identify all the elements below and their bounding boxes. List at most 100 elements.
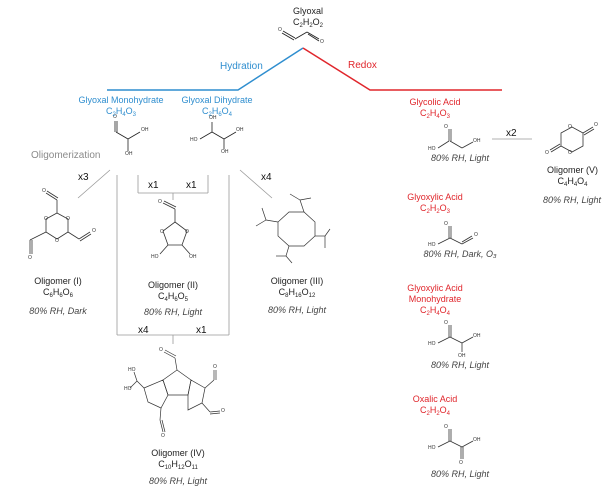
- glyoxylic-acid-formula: C2H2O3: [400, 203, 470, 218]
- atom-label-oxygen: O: [278, 27, 282, 33]
- formula-element: H: [429, 203, 437, 213]
- atom-label-oxygen: O: [444, 424, 448, 430]
- oligomer-2-name: Oligomer (II): [147, 280, 198, 290]
- multiplier-oligomer-4-a: x4: [138, 325, 149, 336]
- atom-label-hydroxyl_left: HO: [128, 367, 136, 373]
- atom-label-oxygen: O: [28, 255, 32, 261]
- formula-subscript: 2: [436, 209, 440, 215]
- formula-element: H: [288, 287, 295, 297]
- formula-subscript: 6: [49, 293, 53, 299]
- glyoxal-formula: C2H2O2: [283, 17, 333, 32]
- glycolic-acid-condition: 80% RH, Light: [430, 153, 490, 163]
- arrow-to-oligomer-3: [239, 169, 273, 199]
- oligomer-4-name: Oligomer (IV): [151, 448, 205, 458]
- formula-element: H: [429, 108, 437, 118]
- glyoxylic-acid-monohydrate-formula: C2H4O4: [400, 305, 470, 320]
- multiplier-oligomer-1: x3: [78, 172, 89, 183]
- formula-element: H: [429, 405, 437, 415]
- oxalic-acid-condition: 80% RH, Light: [430, 469, 490, 479]
- formula-element: O: [221, 106, 229, 116]
- oligomer-3-name: Oligomer (III): [270, 276, 324, 286]
- glyoxylic-acid-monohydrate-structure: [437, 325, 474, 352]
- atom-label-oxygen: O: [444, 221, 448, 227]
- formula-subscript: 2: [426, 311, 430, 317]
- atom-label-oxygen: O: [158, 199, 162, 205]
- formula-subscript: 8: [285, 293, 289, 299]
- formula-element: O: [301, 287, 309, 297]
- formula-subscript: 3: [446, 209, 451, 215]
- atom-label-hydroxyl_left: HO: [124, 386, 132, 392]
- atom-label-oxygen: O: [44, 216, 48, 222]
- atom-label-hydroxyl: OH: [221, 149, 229, 155]
- formula-element: C: [105, 106, 113, 116]
- oligomerization-label: Oligomerization: [31, 150, 101, 161]
- oligomer-1-name: Oligomer (I): [34, 276, 82, 286]
- formula-subscript: 11: [191, 465, 198, 471]
- atom-label-hydroxyl: OH: [473, 437, 481, 443]
- formula-subscript: 4: [436, 114, 440, 120]
- atom-label-oxygen: O: [320, 39, 324, 45]
- atom-label-hydroxyl: OH: [458, 353, 466, 359]
- formula-subscript: 2: [426, 209, 430, 215]
- formula-subscript: 2: [112, 112, 116, 118]
- atom-label-hydroxyl: OH: [236, 127, 244, 133]
- oligomer-5-formula: C4H4O4: [540, 176, 605, 191]
- formula-element: O: [439, 203, 447, 213]
- oligomer-1-condition: 80% RH, Dark: [29, 306, 87, 316]
- formula-subscript: 2: [426, 114, 430, 120]
- oligomer-4-structure: [129, 349, 221, 433]
- atom-label-hydroxyl: OH: [209, 115, 217, 121]
- atom-label-oxygen: O: [159, 347, 163, 353]
- arrow-to-oligomer-1: [77, 169, 111, 199]
- formula-subscript: 2: [436, 411, 440, 417]
- formula-element: C: [557, 176, 564, 186]
- hydration-label: Hydration: [220, 61, 263, 72]
- formula-element: H: [211, 106, 219, 116]
- atom-label-hydroxyl_left: HO: [428, 146, 436, 152]
- formula-subscript: 4: [573, 182, 578, 188]
- formula-subscript: 6: [69, 293, 74, 299]
- oligomer-1-structure: [29, 190, 92, 254]
- formula-element: H: [52, 287, 60, 297]
- redox-label: Redox: [348, 60, 377, 71]
- multiplier-oligomer-2-b: x1: [186, 180, 197, 191]
- formula-element: O: [125, 106, 133, 116]
- formula-subscript: 4: [584, 182, 588, 188]
- formula-subscript: 6: [59, 293, 63, 299]
- formula-element: C: [419, 108, 427, 118]
- atom-label-oxygen: O: [161, 433, 165, 439]
- oligomer-3-condition: 80% RH, Light: [267, 305, 327, 315]
- glyoxylic-acid-monohydrate-name-line1: Glyoxylic Acid: [407, 283, 463, 293]
- oxalic-acid-structure: [437, 429, 474, 459]
- atom-label-hydroxyl: OH: [189, 254, 197, 260]
- atom-label-oxygen: O: [55, 238, 59, 244]
- formula-element: H: [115, 106, 123, 116]
- formula-subscript: 12: [177, 465, 185, 471]
- formula-subscript: 3: [446, 114, 451, 120]
- formula-subscript: 2: [319, 23, 324, 29]
- atom-label-oxygen: O: [568, 124, 572, 130]
- formula-subscript: 3: [132, 112, 137, 118]
- atom-label-oxygen: O: [113, 114, 117, 120]
- oligomer-4-condition: 80% RH, Light: [148, 476, 208, 486]
- atom-label-oxygen: O: [594, 122, 598, 128]
- formula-element: O: [184, 459, 192, 469]
- formula-element: C: [157, 291, 165, 301]
- atom-label-oxygen: O: [160, 229, 164, 235]
- glyoxal-monohydrate-formula: C2H4O3: [66, 106, 176, 121]
- glyoxal-monohydrate-structure: [114, 121, 141, 151]
- atom-label-oxygen: O: [444, 124, 448, 130]
- glyoxylic-acid-name: Glyoxylic Acid: [407, 192, 463, 202]
- formula-subscript: 5: [184, 297, 189, 303]
- formula-subscript: 4: [122, 112, 126, 118]
- formula-subscript: 6: [218, 112, 222, 118]
- glyoxylic-acid-monohydrate-condition: 80% RH, Light: [430, 360, 490, 370]
- atom-label-hydroxyl: OH: [473, 333, 481, 339]
- formula-element: C: [42, 287, 50, 297]
- atom-label-oxygen: O: [545, 150, 549, 156]
- oligomer-3-structure: [255, 193, 331, 264]
- formula-element: H: [429, 305, 437, 315]
- atom-label-oxygen: O: [185, 229, 189, 235]
- oligomer-5-name: Oligomer (V): [546, 165, 598, 175]
